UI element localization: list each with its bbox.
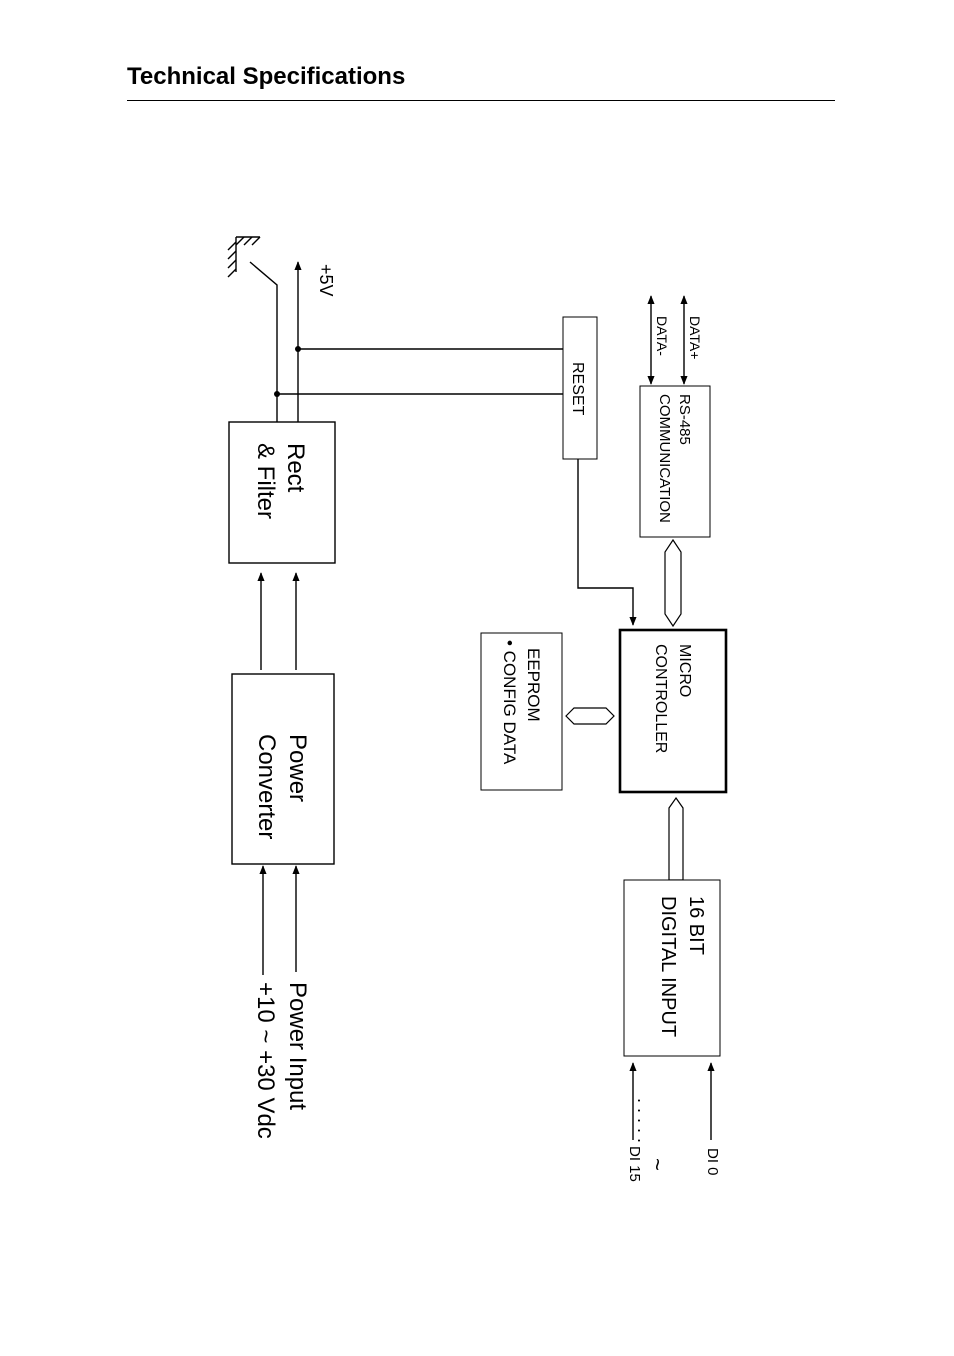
junction-dot xyxy=(295,346,301,352)
eeprom-label-1: EEPROM xyxy=(524,648,543,722)
data-plus-label: DATA+ xyxy=(687,316,703,359)
micro-label-1: MICRO xyxy=(676,644,693,697)
data-minus-label: DATA- xyxy=(654,316,670,356)
di15-label: DI 15 xyxy=(626,1146,643,1182)
rs485-label-2: COMMUNICATION xyxy=(656,394,673,523)
eeprom-block: EEPROM • CONFIG DATA xyxy=(480,632,563,791)
reset-label: RESET xyxy=(569,362,586,416)
digital-input-label-1: 16 BIT xyxy=(685,896,707,955)
rs485-label-1: RS-485 xyxy=(676,394,693,445)
eeprom-bus-connector xyxy=(565,707,615,725)
page-title: Technical Specifications xyxy=(127,63,406,90)
header-divider xyxy=(127,100,835,101)
eeprom-label-2: • CONFIG DATA xyxy=(500,640,519,765)
micro-label-2: CONTROLLER xyxy=(652,644,669,753)
reset-to-mcu-arrow xyxy=(577,459,637,626)
power-converter-block: Power Converter xyxy=(231,673,335,865)
di-dots: . . . . . xyxy=(634,1098,654,1143)
rs485-block: RS-485 COMMUNICATION xyxy=(639,385,711,538)
power-converter-label-2: Converter xyxy=(253,734,280,839)
voltage-range-label: +10 ~ +30 Vdc xyxy=(252,982,279,1139)
rs485-bus-connector xyxy=(664,538,682,628)
rect-filter-label-2: & Filter xyxy=(252,443,279,519)
plus5v-label: +5V xyxy=(316,264,336,297)
power-converter-label-1: Power xyxy=(284,734,311,802)
rect-filter-block: Rect & Filter xyxy=(228,421,336,564)
digital-input-block: 16 BIT DIGITAL INPUT xyxy=(623,879,721,1057)
ground-symbol xyxy=(227,236,278,422)
di-bus-connector xyxy=(668,796,684,881)
reset-block: RESET xyxy=(562,316,598,460)
micro-controller-block: MICRO CONTROLLER xyxy=(618,628,728,794)
di0-label: DI 0 xyxy=(704,1148,721,1176)
junction-dot xyxy=(274,391,280,397)
di-range-tilde: ~ xyxy=(645,1158,670,1171)
digital-input-label-2: DIGITAL INPUT xyxy=(657,896,679,1037)
power-input-label: Power Input xyxy=(284,982,311,1110)
rect-filter-label-1: Rect xyxy=(282,443,309,493)
